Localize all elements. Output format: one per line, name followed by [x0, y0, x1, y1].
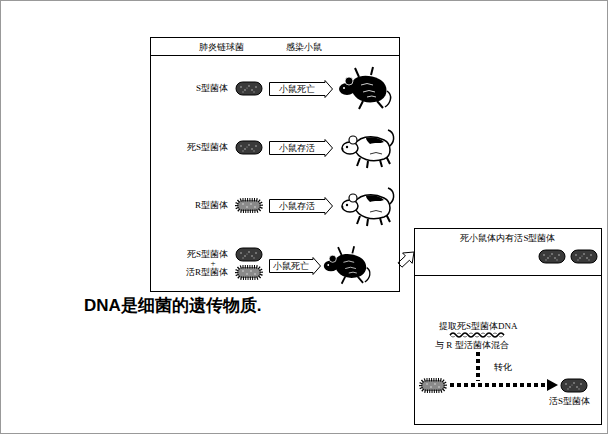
panel-box: 提取死S型菌体DNA 与 R 型活菌体混合转化活S型菌体: [414, 275, 602, 425]
r-bacterium: [421, 380, 445, 391]
specimen-label: 死S型菌体: [187, 249, 228, 260]
node-text: 死小鼠体内有活S型菌体: [460, 233, 555, 244]
block-arrow: 小鼠存活: [269, 197, 333, 215]
s-bacterium: [539, 250, 565, 263]
live-mouse: [342, 188, 394, 226]
dna-strand: [450, 333, 504, 337]
arrow-label: 小鼠死亡: [273, 261, 309, 272]
s-bacterium: [236, 82, 262, 95]
header-rule: [151, 55, 399, 56]
node-text: 肺炎链球菌: [199, 42, 244, 53]
dna-strand: [450, 333, 504, 337]
r-bacterium: [237, 267, 261, 278]
arrow-head: [547, 379, 558, 391]
specimen-label: 死S型菌体: [187, 142, 228, 153]
dead-mouse: [324, 246, 370, 284]
arrow-label: 小鼠死亡: [279, 84, 315, 95]
dead-mouse: [339, 67, 391, 109]
node-text: 感染小鼠: [286, 42, 322, 53]
statement-text: DNA是细菌的遗传物质.: [84, 296, 262, 316]
panel-box: 死小鼠体内有活S型菌体: [414, 228, 602, 276]
specimen-label: R型菌体: [195, 200, 228, 211]
s-bacterium: [236, 248, 262, 261]
s-bacterium: [571, 250, 597, 263]
node-text: 活S型菌体: [549, 396, 590, 407]
arrow-label: 小鼠存活: [279, 201, 315, 212]
arrow-shape: [270, 198, 333, 215]
dashed-arrow: [450, 383, 548, 387]
block-arrow: 小鼠死亡: [269, 257, 321, 275]
arrow-label: 小鼠存活: [279, 143, 315, 154]
arrow-shape: [270, 258, 321, 275]
block-arrow: 小鼠死亡: [269, 80, 333, 98]
connector-arrow: [398, 252, 414, 267]
s-bacterium: [236, 141, 262, 154]
arrow-shape: [270, 140, 333, 157]
dashed-line: [476, 352, 480, 381]
node-text: 转化: [494, 362, 512, 373]
specimen-label: S型菌体: [196, 83, 228, 94]
arrow-shape: [270, 81, 333, 98]
r-bacterium: [237, 200, 261, 211]
node-text: 提取死S型菌体DNA: [439, 321, 518, 332]
block-arrow: 小鼠存活: [269, 139, 333, 157]
specimen-label: 活R型菌体: [186, 267, 228, 278]
node-text: 与 R 型活菌体混合: [435, 340, 509, 351]
s-bacterium: [561, 379, 587, 392]
live-mouse: [342, 130, 394, 168]
